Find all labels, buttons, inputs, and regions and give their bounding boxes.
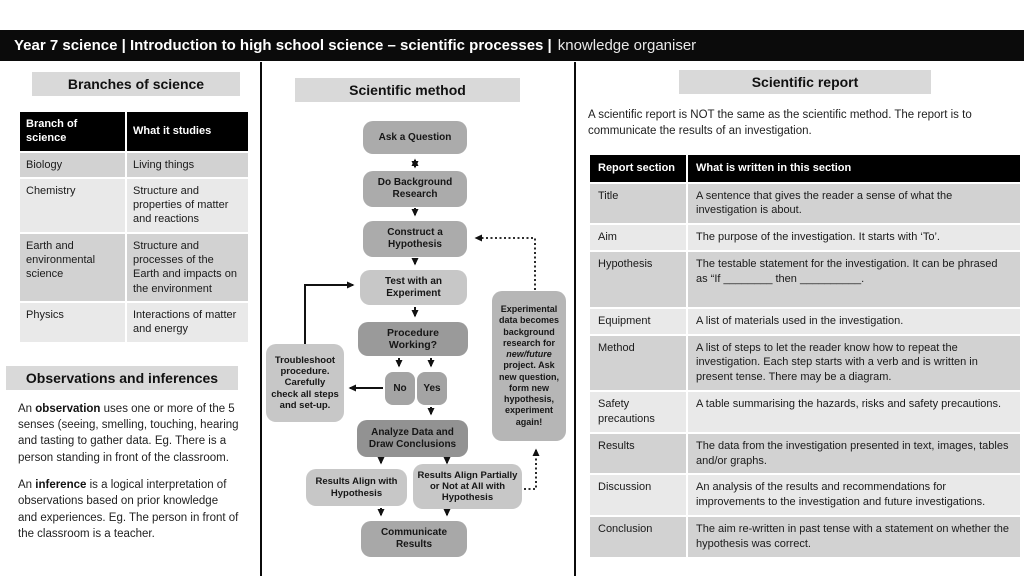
report-section: Equipment [588,306,688,336]
report-column: Scientific report A scientific report is… [588,66,1022,559]
branches-table: Branch of science What it studies Biolog… [18,110,250,344]
branches-col-header-studies: What it studies [125,110,250,153]
flow-node-yes: Yes [417,372,447,405]
column-divider-left [260,62,262,576]
method-heading: Scientific method [295,78,520,102]
report-content: A table summarising the hazards, risks a… [686,390,1022,434]
report-header-row: Report section What is written in this s… [588,152,1022,184]
report-content: The aim re-written in past tense with a … [686,515,1022,559]
table-row: Safety precautions A table summarising t… [588,390,1022,434]
branch-name: Physics [18,300,127,344]
table-row: Biology Living things [18,150,250,179]
report-section: Conclusion [588,515,688,559]
branches-col-header-branch: Branch of science [18,110,127,153]
observation-term: observation [35,402,101,415]
column-divider-right [574,62,576,576]
flow-node-results-partial: Results Align Partially or Not at All wi… [413,464,522,509]
report-content: The testable statement for the investiga… [686,250,1022,309]
report-heading: Scientific report [679,70,931,94]
report-content: The purpose of the investigation. It sta… [686,223,1022,253]
flow-node-communicate-results: Communicate Results [361,521,467,557]
table-row: Discussion An analysis of the results an… [588,473,1022,518]
inference-paragraph: An inference is a logical interpretation… [18,478,239,540]
branches-heading: Branches of science [32,72,240,96]
table-row: Results The data from the investigation … [588,431,1022,476]
report-table: Report section What is written in this s… [588,152,1022,559]
table-row: Chemistry Structure and properties of ma… [18,176,250,234]
flow-node-analyze-data: Analyze Data and Draw Conclusions [357,420,468,457]
branches-column: Branches of science Branch of science Wh… [6,66,254,542]
report-section: Title [588,181,688,226]
branch-studies: Structure and processes of the Earth and… [125,231,250,303]
flow-node-troubleshoot: Troubleshoot procedure. Carefully check … [266,344,344,422]
table-row: Earth and environmental science Structur… [18,231,250,303]
report-content: A sentence that gives the reader a sense… [686,181,1022,226]
inference-term: inference [35,478,87,491]
flow-node-results-align: Results Align with Hypothesis [306,469,407,506]
report-content: An analysis of the results and recommend… [686,473,1022,518]
report-section: Aim [588,223,688,253]
title-banner: Year 7 science | Introduction to high sc… [0,30,1024,61]
banner-subtitle: knowledge organiser [557,37,697,54]
table-row: Equipment A list of materials used in th… [588,306,1022,336]
report-section: Hypothesis [588,250,688,309]
table-row: Conclusion The aim re-written in past te… [588,515,1022,559]
branch-studies: Structure and properties of matter and r… [125,176,250,234]
report-content: A list of steps to let the reader know h… [686,333,1022,393]
report-content: The data from the investigation presente… [686,431,1022,476]
experimental-italic: new/future [506,349,552,360]
branch-studies: Interactions of matter and energy [125,300,250,344]
branch-name: Earth and environmental science [18,231,127,303]
branch-studies: Living things [125,150,250,179]
branch-name: Chemistry [18,176,127,234]
observations-heading: Observations and inferences [6,365,238,390]
branch-name: Biology [18,150,127,179]
table-row: Method A list of steps to let the reader… [588,333,1022,393]
table-row: Physics Interactions of matter and energ… [18,300,250,344]
flow-node-test-experiment: Test with an Experiment [360,270,467,305]
report-section: Discussion [588,473,688,518]
report-intro: A scientific report is NOT the same as t… [588,109,972,138]
table-row: Title A sentence that gives the reader a… [588,181,1022,226]
report-section: Method [588,333,688,393]
report-col-header-section: Report section [588,152,688,184]
flow-node-construct-hypothesis: Construct a Hypothesis [363,221,467,257]
flow-node-ask-question: Ask a Question [363,121,467,154]
flow-node-experimental-data: Experimental data becomes background res… [492,291,566,441]
report-section: Safety precautions [588,390,688,434]
report-section: Results [588,431,688,476]
table-row: Aim The purpose of the investigation. It… [588,223,1022,253]
flow-node-no: No [385,372,415,405]
flow-node-procedure-working: Procedure Working? [358,322,468,356]
table-row: Hypothesis The testable statement for th… [588,250,1022,309]
banner-title: Year 7 science | Introduction to high sc… [14,37,552,54]
report-content: A list of materials used in the investig… [686,306,1022,336]
flow-node-background-research: Do Background Research [363,171,467,207]
observation-paragraph: An observation uses one or more of the 5… [18,402,239,464]
branches-header-row: Branch of science What it studies [18,110,250,153]
report-col-header-content: What is written in this section [686,152,1022,184]
